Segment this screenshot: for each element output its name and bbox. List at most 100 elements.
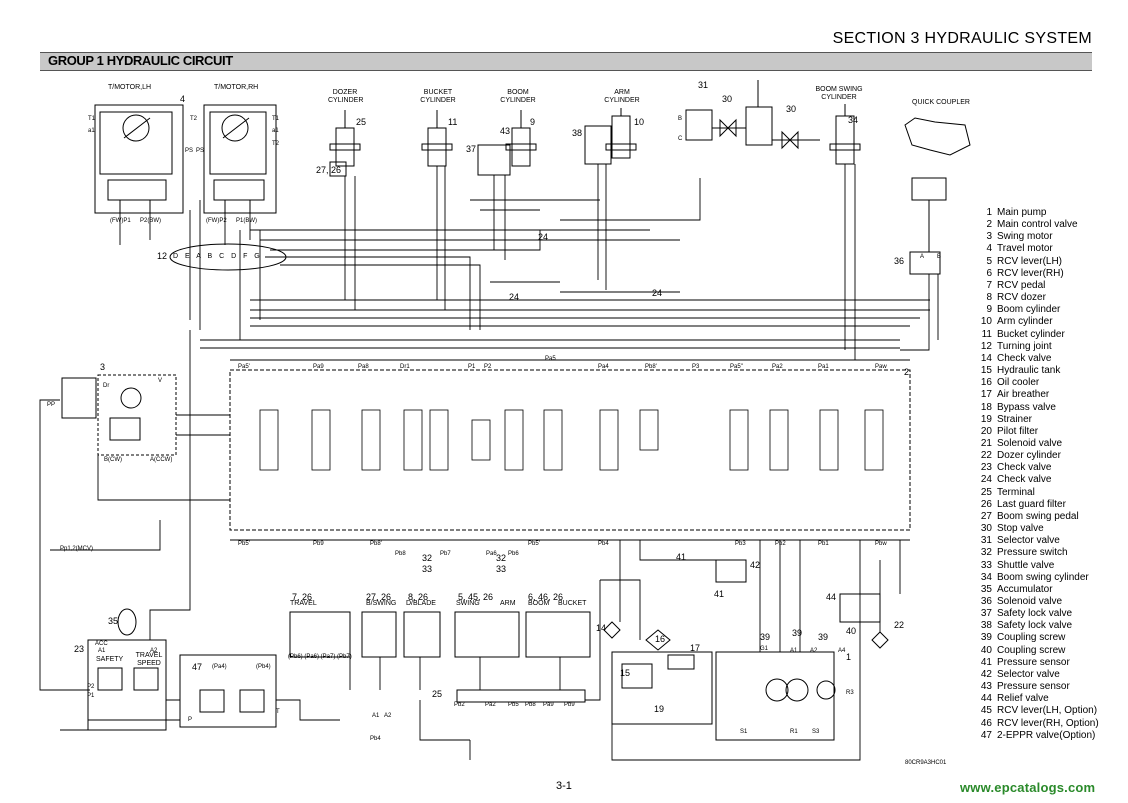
svg-text:Paw: Paw [875,364,887,370]
legend-item: 23 Check valve [962,462,1099,474]
svg-text:S3: S3 [812,729,820,735]
legend-name: Coupling screw [997,644,1066,656]
legend-name: Pressure switch [997,547,1068,559]
svg-text:T: T [276,709,280,715]
rcv-lever-lh-block [454,611,520,658]
svg-text:Pb6: Pb6 [508,551,519,557]
svg-text:P1: P1 [468,364,476,370]
legend-number: 38 [980,620,992,632]
label-b-swing: B/SWING [366,600,397,607]
legend-number: 18 [980,401,992,413]
legend-number: 27 [980,510,992,522]
svg-text:Pb9: Pb9 [564,702,575,708]
callout-21: 23 [74,644,85,654]
svg-text:Pb8: Pb8 [395,551,406,557]
svg-text:ACC: ACC [95,641,108,647]
legend-name: Check valve [997,462,1052,474]
legend-number: 35 [980,583,992,595]
svg-text:A: A [920,254,924,260]
legend-number: 3 [986,231,992,243]
travel-motor-rh-box [203,104,277,214]
legend-name: Selector valve [997,535,1060,547]
legend-name: Oil cooler [997,377,1040,389]
svg-text:Pa5'': Pa5'' [730,364,743,370]
callout-30a: 30 [722,94,733,104]
legend-number: 22 [980,450,992,462]
legend-name: Swing motor [997,231,1053,243]
svg-text:P: P [188,717,192,723]
legend-name: Main pump [997,207,1047,218]
callout-42: 42 [750,560,761,570]
legend-name: Solenoid valve [997,596,1063,607]
callout-32b: 32 [496,553,507,563]
svg-text:PS: PS [196,148,204,154]
legend-number: 23 [980,462,992,474]
svg-text:Pb3: Pb3 [735,541,746,547]
watermark-link[interactable]: www.epcatalogs.com [960,780,1096,795]
callout-label: 4 [180,94,186,104]
label-fw-p1: (FW)P1 [110,218,131,224]
legend-name: Safety lock valve [997,620,1073,632]
label-rcv-ports: (Pb6) (Pa6) (Pa7) (Pb7) [288,654,352,660]
rcv-pedal-travel-block [289,611,351,658]
callout-37: 37 [466,144,477,154]
svg-text:R3: R3 [846,690,854,696]
legend-name: Last guard filter [997,498,1066,510]
label-bucket-cylinder: BUCKET CYLINDER [420,89,456,104]
legend-name: Terminal [997,486,1035,498]
label-safety: SAFETY [96,656,124,663]
label-arm-cylinder: ARM CYLINDER [604,89,640,104]
legend-number: 42 [980,668,992,680]
arm-cylinder-shape [605,108,637,159]
svg-text:Pa6: Pa6 [486,551,497,557]
legend-name: RCV lever(LH) [997,255,1063,267]
eppr-valve-block [179,654,277,728]
label-travel-speed: TRAVEL SPEED [135,652,163,667]
svg-text:Pb4: Pb4 [598,541,609,547]
boom-cylinder-shape [505,110,537,167]
legend-name: Bucket cylinder [997,328,1065,340]
svg-text:Dr: Dr [103,383,109,389]
label-dozer-cylinder: DOZER CYLINDER [328,89,364,104]
callout-31: 31 [698,80,709,90]
svg-text:PS: PS [185,148,193,154]
legend-number: 4 [986,243,992,255]
legend-number: 6 [986,267,992,279]
svg-text:A2: A2 [810,648,818,654]
callout-8-26: 8, 26 [408,592,429,602]
legend-name: Boom swing cylinder [997,571,1089,583]
legend-number: 17 [980,389,992,401]
legend-name: Main control valve [997,219,1078,231]
svg-text:A1: A1 [98,648,106,654]
legend-name: Selector valve [997,668,1060,680]
label-arm: ARM [500,600,516,607]
svg-text:Pb5: Pb5 [508,702,519,708]
callout-5-45-26: 5, 45, 26 [458,592,494,602]
label-pp12: Pp1,2(MCV) [60,546,94,552]
callout-24a: 24 [538,232,549,242]
svg-text:Pb2: Pb2 [454,702,465,708]
svg-text:Pa5: Pa5 [545,356,556,362]
legend-number: 11 [981,328,992,340]
svg-text:Dr1: Dr1 [400,364,410,370]
legend-number: 15 [980,365,992,377]
callout-17: 17 [690,643,701,653]
legend-number: 33 [980,559,992,571]
svg-text:Pb7: Pb7 [440,551,451,557]
svg-text:Pa1: Pa1 [818,364,829,370]
legend-number: 47 [980,729,992,741]
